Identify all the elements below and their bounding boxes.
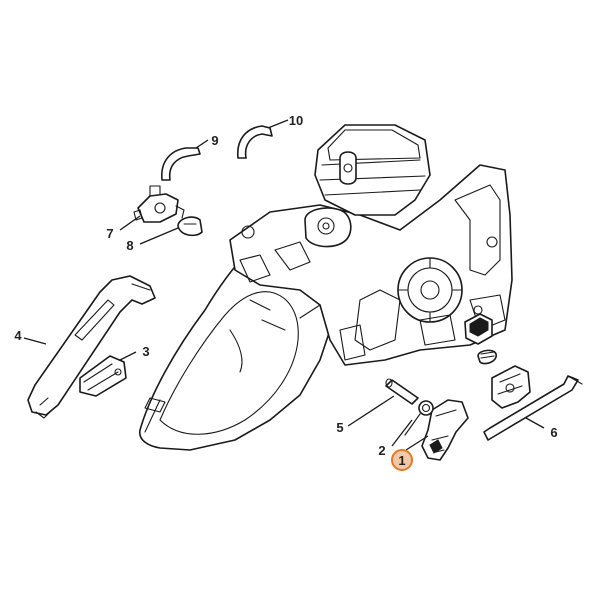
callout-9[interactable]: 9 [211, 133, 218, 148]
callout-6[interactable]: 6 [550, 425, 557, 440]
part-2-spring [404, 400, 434, 436]
callout-1[interactable]: 1 [398, 453, 405, 468]
part-6-throttle-rod [483, 375, 583, 441]
leader-4 [23, 337, 47, 345]
leader-2 [391, 419, 413, 447]
callout-2[interactable]: 2 [378, 443, 385, 458]
leader-3 [119, 351, 137, 361]
part-10-hose [237, 125, 273, 159]
callout-7[interactable]: 7 [106, 226, 113, 241]
leader-1 [405, 435, 429, 451]
callout-4[interactable]: 4 [14, 328, 22, 343]
part-4-handle-grip [27, 275, 156, 419]
callout-3[interactable]: 3 [142, 344, 149, 359]
part-5-pin [385, 378, 419, 405]
part-8-clip [177, 216, 203, 237]
leader-10 [267, 119, 289, 129]
leader-7 [119, 215, 141, 231]
part-3-bracket [79, 355, 127, 397]
callout-labels: 1 2 3 4 5 6 7 8 9 10 [14, 113, 558, 471]
leader-lines [23, 119, 545, 451]
callout-8[interactable]: 8 [126, 238, 133, 253]
leader-8 [139, 227, 179, 245]
leader-5 [347, 395, 395, 427]
part-1-throttle-trigger [421, 399, 469, 461]
part-9-hose [161, 147, 201, 181]
leader-9 [195, 139, 209, 149]
callout-5[interactable]: 5 [336, 420, 343, 435]
leader-6 [525, 417, 545, 429]
callout-10[interactable]: 10 [289, 113, 303, 128]
callout-1-highlight-ring [391, 449, 413, 471]
small-parts-cluster [464, 313, 531, 409]
chainsaw-housing [138, 124, 513, 451]
part-7-fitting [133, 185, 185, 223]
